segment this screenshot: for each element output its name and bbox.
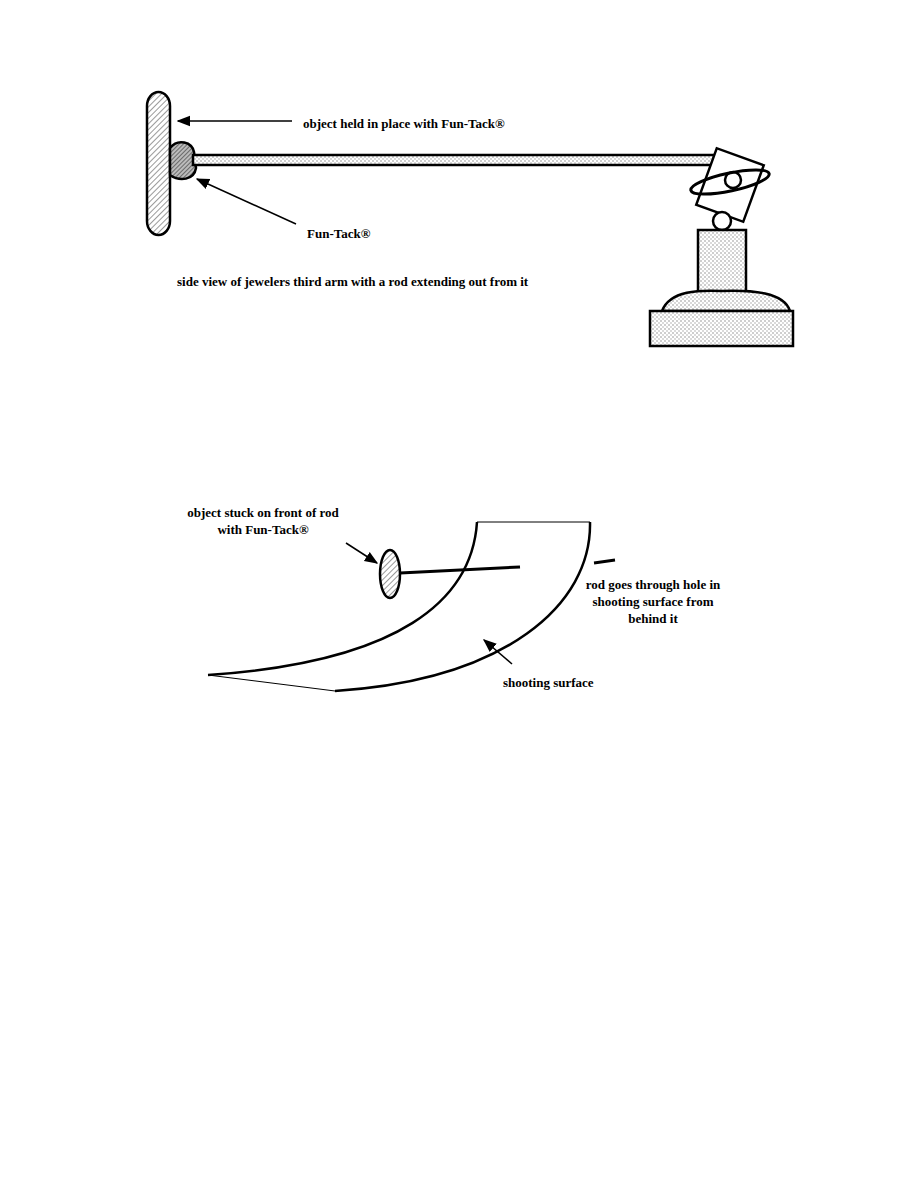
callout-label: Fun-Tack® <box>307 225 427 242</box>
surface-top-edge <box>477 522 590 523</box>
surface-bottom-edge <box>208 675 335 691</box>
base-dome <box>662 291 790 311</box>
surface-back-edge <box>335 522 590 691</box>
held-object <box>380 550 400 598</box>
arm-base <box>650 311 793 346</box>
leader-line <box>178 120 292 122</box>
held-object <box>147 92 170 235</box>
leader-line <box>197 179 296 224</box>
callout-label: side view of jewelers third arm with a r… <box>177 273 637 290</box>
rod <box>193 155 718 165</box>
callout-label: object held in place with Fun-Tack® <box>303 115 563 132</box>
third-arm-clamp <box>689 148 771 230</box>
leader-line <box>346 543 377 563</box>
callout-label: object stuck on front of rod with Fun-Ta… <box>179 504 347 538</box>
callout-label: rod goes through hole in shooting surfac… <box>585 576 721 627</box>
leader-line <box>484 640 512 664</box>
surface-front-edge <box>208 522 477 675</box>
rod-end <box>594 560 615 563</box>
callout-label: shooting surface <box>503 674 643 691</box>
arm-column <box>698 230 746 296</box>
rod <box>400 567 520 573</box>
